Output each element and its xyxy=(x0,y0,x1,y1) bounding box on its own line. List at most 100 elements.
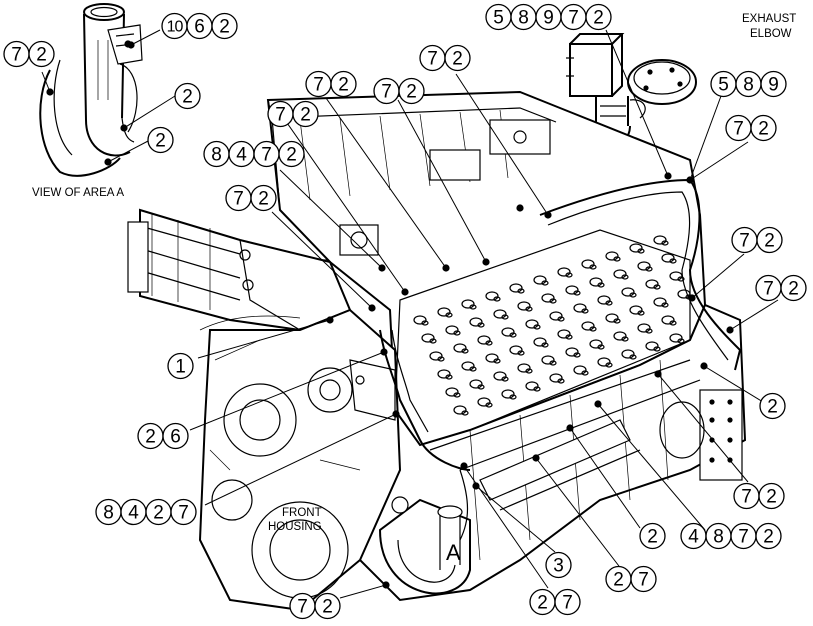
callout-number: 7 xyxy=(261,145,272,166)
callout-c-2-a: 2 xyxy=(174,82,201,110)
front-housing-label-line2: HOUSING xyxy=(268,521,322,533)
callout-number: 7 xyxy=(11,45,22,66)
exhaust-elbow xyxy=(566,33,697,146)
callout-number: 2 xyxy=(153,503,164,524)
exhaust-elbow-label-line1: EXHAUST xyxy=(742,13,796,25)
view-of-area-label: VIEW OF AREA A xyxy=(32,187,124,199)
callout-number: 7 xyxy=(381,82,392,103)
callout-number: 4 xyxy=(236,145,247,166)
callout-c-2-d: 2 xyxy=(639,522,666,550)
callout-number: 7 xyxy=(741,487,752,508)
callout-number: 6 xyxy=(194,17,205,38)
callout-number: 2 xyxy=(322,597,333,618)
callout-bubble xyxy=(755,522,782,550)
callout-number: 8 xyxy=(743,75,754,96)
engine-illustration xyxy=(39,3,747,612)
callout-number: 2 xyxy=(258,189,269,210)
callout-number: 7 xyxy=(313,75,324,96)
callout-number: 3 xyxy=(553,556,564,577)
callout-number: 4 xyxy=(688,527,699,548)
callout-bubble xyxy=(780,274,807,302)
callout-number: 2 xyxy=(452,49,463,70)
callout-number: 2 xyxy=(766,487,777,508)
callout-number: 2 xyxy=(613,570,624,591)
callout-number: 2 xyxy=(145,427,156,448)
callout-number: 2 xyxy=(763,527,774,548)
callout-number: 7 xyxy=(739,231,750,252)
callout-number: 2 xyxy=(219,17,230,38)
callout-bubble xyxy=(250,184,277,212)
callout-number: 2 xyxy=(764,231,775,252)
callout-number: 1 xyxy=(175,357,186,378)
exhaust-elbow-label-line2: ELBOW xyxy=(750,28,792,40)
callout-number: 7 xyxy=(568,8,579,29)
callout-number: 2 xyxy=(300,105,311,126)
callout-bubble xyxy=(292,100,319,128)
callout-bubble xyxy=(444,44,471,72)
callout-bubble xyxy=(585,3,612,31)
callout-number: 7 xyxy=(733,119,744,140)
callout-bubble xyxy=(170,498,197,526)
callout-number: 8 xyxy=(211,145,222,166)
callout-number: 2 xyxy=(286,145,297,166)
callout-number: 7 xyxy=(275,105,286,126)
callout-number: 2 xyxy=(593,8,604,29)
callout-number: 5 xyxy=(718,75,729,96)
callout-number: 7 xyxy=(562,593,573,614)
callout-bubble xyxy=(760,70,787,98)
callout-number: 2 xyxy=(338,75,349,96)
callout-number: 7 xyxy=(638,570,649,591)
callout-c-2-c: 2 xyxy=(759,392,786,420)
cylinder-head xyxy=(394,229,693,446)
callout-number: 2 xyxy=(767,397,778,418)
callout-number: 8 xyxy=(518,8,529,29)
callout-bubble xyxy=(211,12,238,40)
callout-bubble xyxy=(278,140,305,168)
callout-number: 7 xyxy=(178,503,189,524)
callout-number: 9 xyxy=(543,8,554,29)
callout-number: 2 xyxy=(155,131,166,152)
callout-number: 9 xyxy=(768,75,779,96)
callout-number: 2 xyxy=(647,527,658,548)
callout-number: 2 xyxy=(36,45,47,66)
callout-number: 7 xyxy=(297,597,308,618)
area-a-letter: A xyxy=(446,540,461,565)
callout-bubble xyxy=(545,551,572,579)
callout-number: 10 xyxy=(167,19,184,36)
callout-bubble xyxy=(630,565,657,593)
callout-bubble xyxy=(330,70,357,98)
callout-number: 2 xyxy=(758,119,769,140)
callout-bubble xyxy=(639,522,666,550)
callout-number: 8 xyxy=(103,503,114,524)
callout-bubble xyxy=(398,77,425,105)
callout-bubble xyxy=(554,588,581,616)
callout-bubble xyxy=(162,422,189,450)
callout-bubble xyxy=(759,392,786,420)
callout-number: 8 xyxy=(713,527,724,548)
callout-number: 7 xyxy=(738,527,749,548)
callout-number: 7 xyxy=(763,279,774,300)
callout-bubble xyxy=(167,352,194,380)
callout-number: 7 xyxy=(233,189,244,210)
callout-bubble xyxy=(314,592,341,620)
callout-number: 6 xyxy=(170,427,181,448)
leader-lines xyxy=(41,29,779,599)
aftercooler xyxy=(127,208,352,332)
front-housing-label-line1: FRONT xyxy=(282,507,322,519)
callout-c-3: 3 xyxy=(545,551,572,579)
